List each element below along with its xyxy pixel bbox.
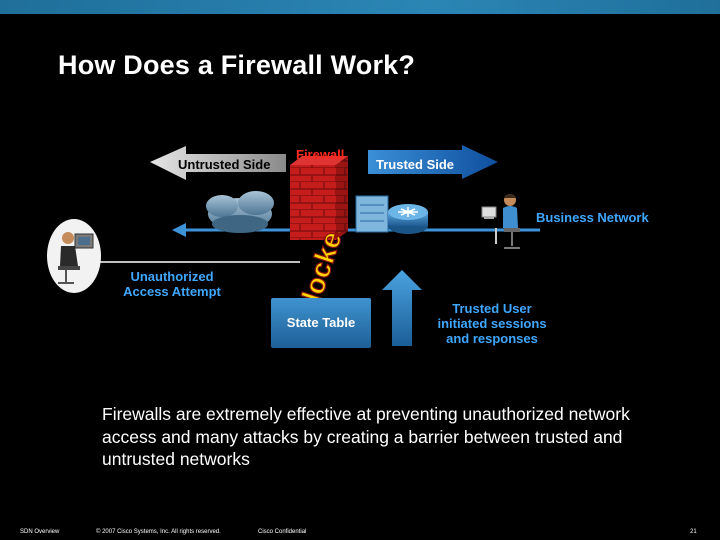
trusted-user-line2: initiated sessions (437, 316, 547, 331)
unauthorized-attempt-label: Unauthorized Access Attempt (110, 269, 234, 299)
firewall-label: Firewall (296, 147, 345, 162)
untrusted-side-arrow (150, 146, 286, 180)
slide-body-text: Firewalls are extremely effective at pre… (102, 404, 630, 469)
footer-copyright: © 2007 Cisco Systems, Inc. All rights re… (96, 529, 221, 535)
slide-title: How Does a Firewall Work? (58, 50, 416, 80)
trusted-side-arrow (368, 145, 498, 179)
switch-icon (355, 195, 389, 233)
unauthorized-attempt-line1: Unauthorized (130, 269, 214, 284)
footer-section: SDN Overview (20, 529, 60, 535)
business-user-icon (481, 194, 520, 249)
state-table-box (271, 298, 371, 348)
traffic-arrowhead-left (172, 223, 186, 237)
state-table-label: State Table (286, 315, 356, 330)
internet-cloud-icon (206, 191, 274, 233)
trusted-user-line1: Trusted User (452, 301, 532, 316)
trusted-side-label: Trusted Side (376, 157, 455, 172)
trusted-user-line3: and responses (446, 331, 538, 346)
top-accent-bar (0, 0, 720, 14)
unauthorized-attempt-line2: Access Attempt (123, 284, 221, 299)
untrusted-side-label: Untrusted Side (178, 157, 271, 172)
business-network-label: Business Network (536, 210, 649, 225)
trusted-return-arrow (382, 270, 422, 346)
blocked-stamp-text: Blocked (290, 232, 353, 302)
footer-confidential: Cisco Confidential (258, 529, 307, 535)
footer-page-number: 21 (690, 529, 697, 535)
blocked-stamp: Blocked (289, 232, 353, 302)
firewall-wall-icon (290, 156, 348, 240)
trusted-user-label: Trusted User initiated sessions and resp… (424, 301, 560, 346)
attacker-icon (47, 219, 101, 293)
router-icon (388, 204, 428, 234)
